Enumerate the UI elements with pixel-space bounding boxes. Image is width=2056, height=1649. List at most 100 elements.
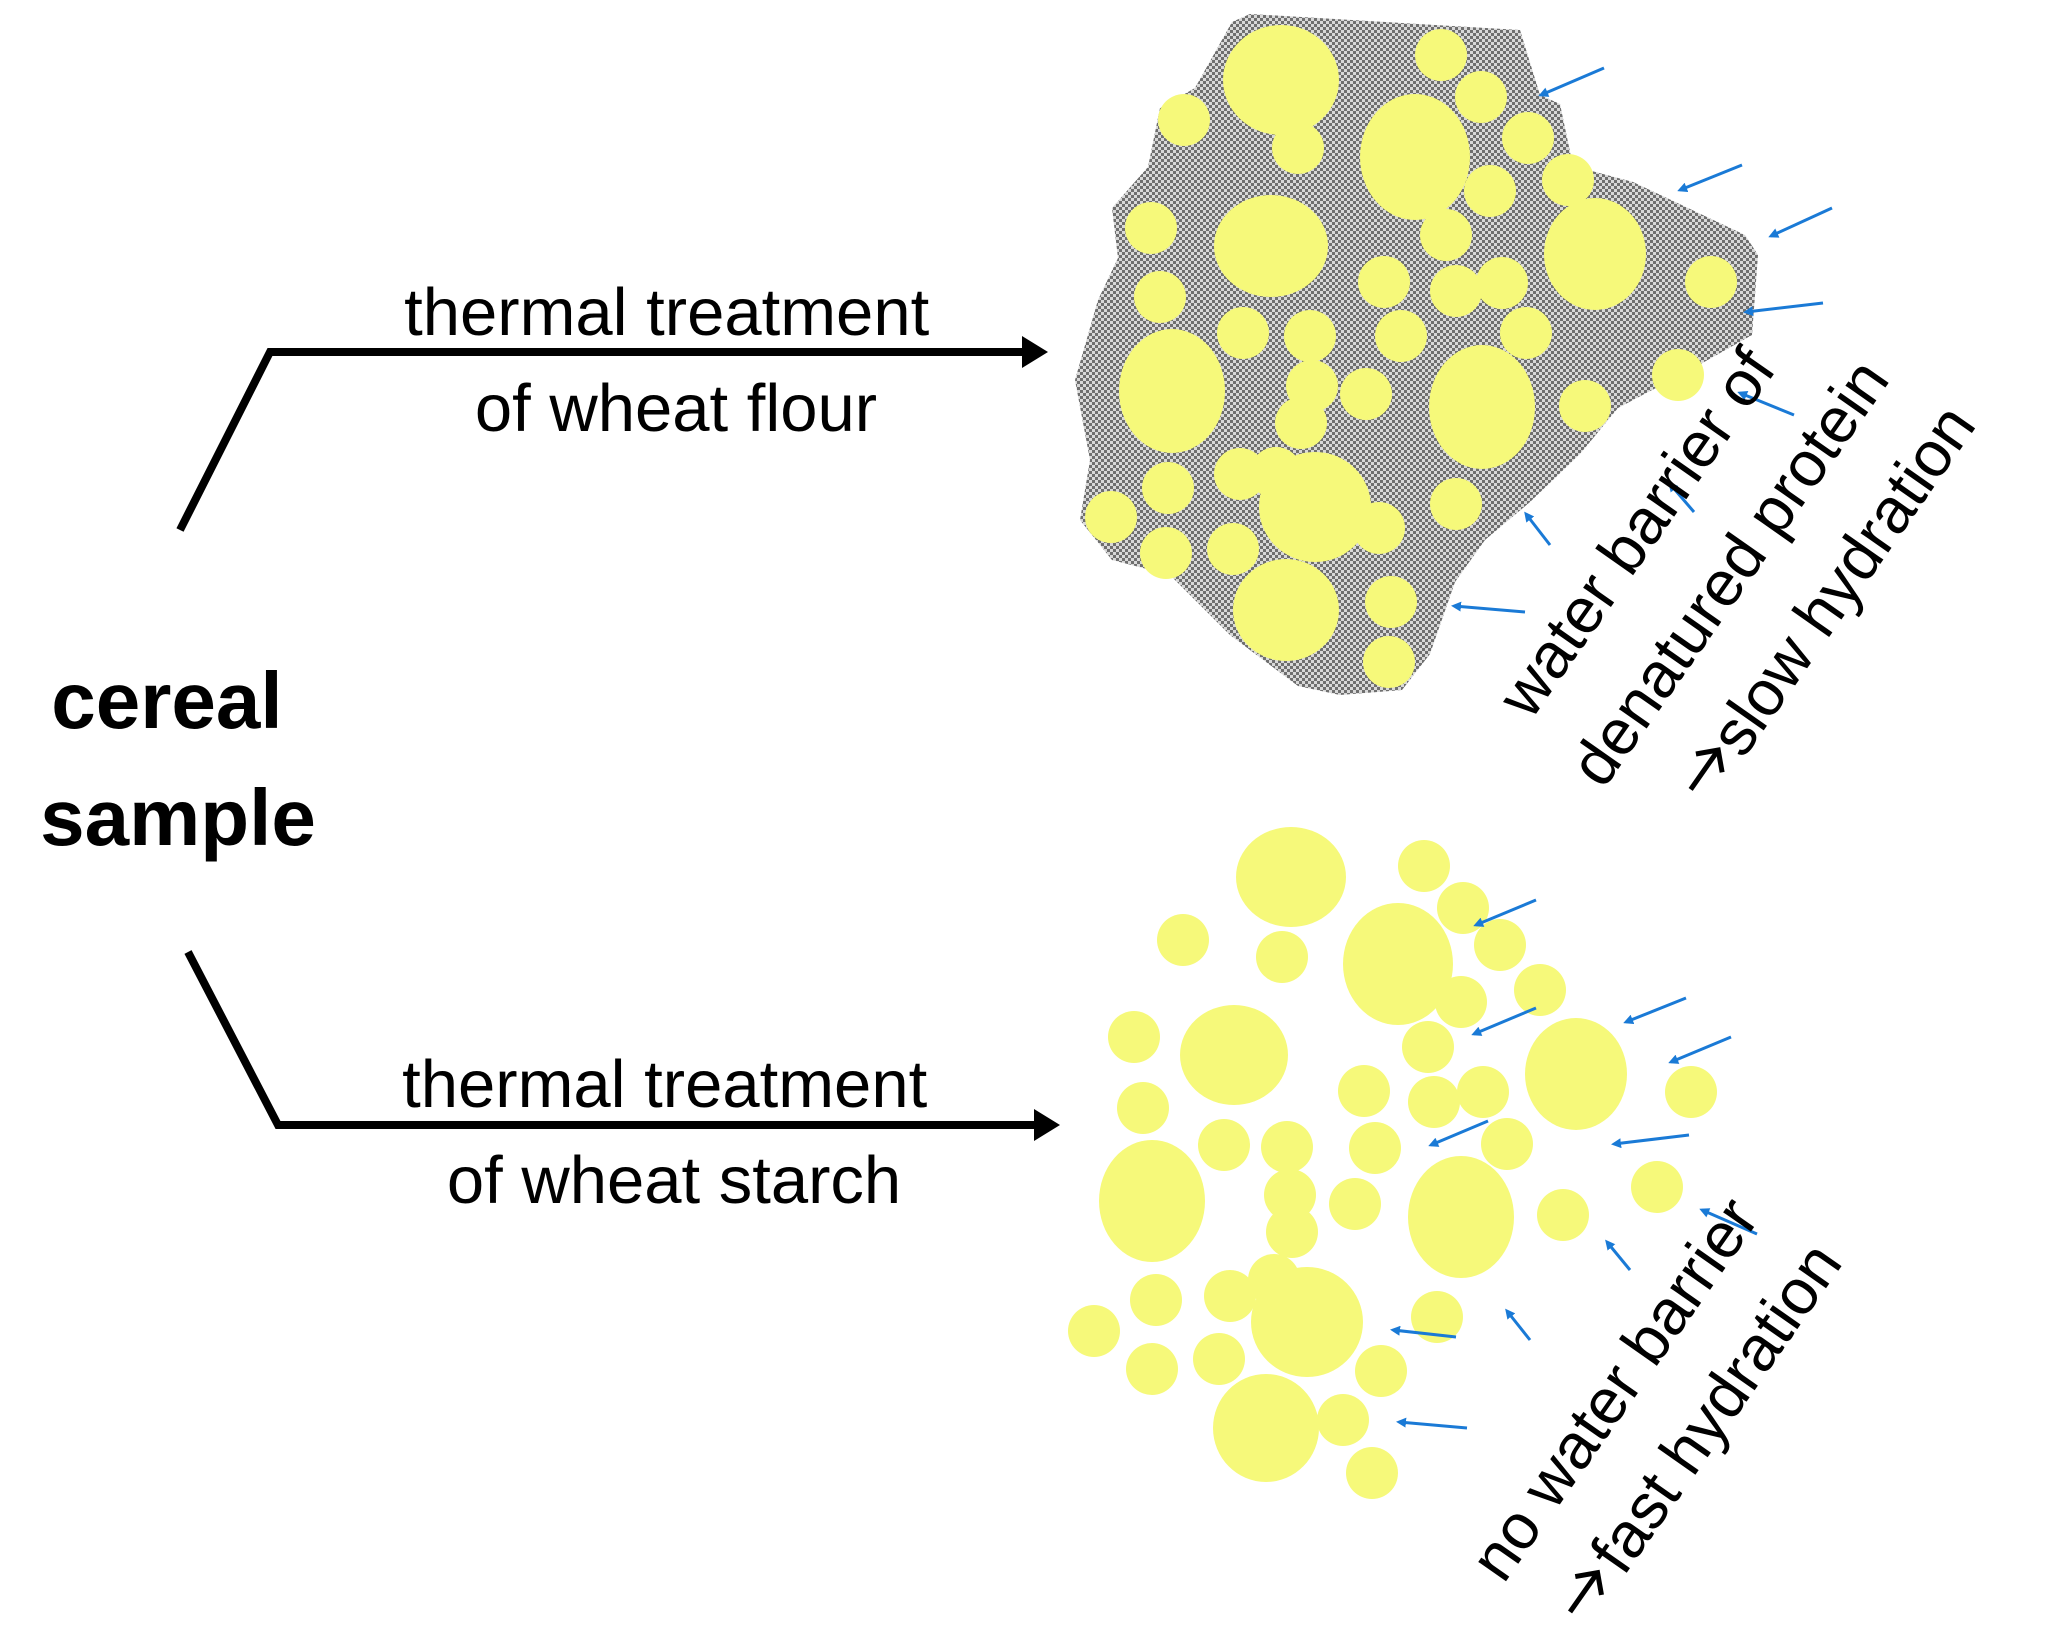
starch-granule (1217, 307, 1269, 359)
starch-granule (1665, 1066, 1717, 1118)
starch-granule (1193, 1333, 1245, 1385)
starch-granule (1261, 1121, 1313, 1173)
source-label: cereal sample (40, 656, 316, 862)
water-arrows-upper (1451, 66, 1833, 614)
starch-granule (1158, 94, 1210, 146)
starch-granule (1411, 1291, 1463, 1343)
starch-granule (1537, 1189, 1589, 1241)
starch-granule (1180, 1005, 1288, 1105)
starch-granule (1085, 491, 1137, 543)
starch-granule (1207, 523, 1259, 575)
starch-granule (1338, 1065, 1390, 1117)
lower-branch-label: thermal treatment of wheat starch (402, 1047, 946, 1218)
starch-granule (1223, 25, 1339, 135)
starch-granule (1502, 112, 1554, 164)
starch-granule (1134, 271, 1186, 323)
starch-granule (1266, 1206, 1318, 1258)
starch-granule (1068, 1305, 1120, 1357)
starch-granule (1108, 1011, 1160, 1063)
starch-granule (1157, 914, 1209, 966)
water-arrows-lower (1390, 898, 1758, 1430)
starch-granule (1429, 345, 1535, 469)
starch-granule (1430, 265, 1482, 317)
water-arrow (1668, 1035, 1732, 1064)
starch-granule (1420, 209, 1472, 261)
starch-granule (1275, 397, 1327, 449)
starch-granule (1214, 448, 1266, 500)
starch-granule (1340, 368, 1392, 420)
upper-branch-label-line2: of wheat flour (475, 371, 877, 446)
lower-branch-label-line2: of wheat starch (447, 1143, 901, 1218)
starch-granule (1398, 840, 1450, 892)
water-arrow (1473, 898, 1537, 927)
upper-branch-label: thermal treatment of wheat flour (404, 275, 948, 446)
starch-granule (1685, 256, 1737, 308)
starch-granule (1525, 1018, 1627, 1130)
starch-granule (1317, 1394, 1369, 1446)
svg-text:no water barrier fast hy: no water barrier fast hydration (1456, 1170, 1859, 1647)
water-arrow (1428, 1119, 1489, 1147)
upper-branch-label-line1: thermal treatment (404, 275, 929, 350)
starch-granule (1457, 1066, 1509, 1118)
starch-granule (1559, 380, 1611, 432)
lower-branch-arrowhead (1034, 1109, 1060, 1141)
water-arrow (1524, 511, 1552, 546)
water-arrow (1538, 66, 1605, 97)
starch-granule (1204, 1270, 1256, 1322)
starch-granule (1251, 1267, 1363, 1377)
arrow-up-right-icon (1688, 747, 1725, 791)
water-arrow (1605, 1239, 1632, 1271)
source-label-line1: cereal (51, 656, 282, 745)
starch-granule (1375, 310, 1427, 362)
starch-granule (1130, 1274, 1182, 1326)
starch-granule (1198, 1119, 1250, 1171)
starch-granule (1408, 1076, 1460, 1128)
starch-granule (1464, 165, 1516, 217)
water-arrow (1611, 1133, 1690, 1149)
starch-granule (1500, 307, 1552, 359)
starch-granule (1355, 1345, 1407, 1397)
lower-result-label: no water barrier fast hydration (1456, 1170, 1859, 1647)
upper-branch-line (176, 348, 1040, 532)
upper-branch-arrowhead (1022, 336, 1048, 368)
starch-granule (1140, 527, 1192, 579)
starch-granule (1542, 154, 1594, 206)
starch-granule (1360, 94, 1470, 220)
starch-granule (1213, 1374, 1319, 1482)
starch-granule (1353, 502, 1405, 554)
starch-granule (1259, 452, 1371, 562)
source-label-line2: sample (40, 773, 316, 862)
starch-granule (1126, 1343, 1178, 1395)
starch-granules (1068, 827, 1717, 1499)
starch-granule (1437, 882, 1489, 934)
water-arrow (1737, 391, 1795, 417)
starch-granule (1435, 976, 1487, 1028)
starch-granule (1365, 576, 1417, 628)
starch-granule (1474, 919, 1526, 971)
starch-granule (1481, 1118, 1533, 1170)
starch-granule (1631, 1161, 1683, 1213)
starch-granule (1363, 636, 1415, 688)
starch-granule (1256, 931, 1308, 983)
starch-granule (1476, 257, 1528, 309)
starch-granule (1343, 903, 1453, 1025)
water-arrow (1699, 1208, 1758, 1236)
lower-branch-line (184, 950, 1052, 1129)
water-arrow (1743, 301, 1824, 317)
starch-granule (1142, 462, 1194, 514)
starch-granule (1272, 122, 1324, 174)
starch-granule (1125, 202, 1177, 254)
starch-granule (1264, 1169, 1316, 1221)
starch-granule (1214, 195, 1328, 297)
water-arrow (1768, 206, 1833, 238)
starch-granule (1402, 1021, 1454, 1073)
starch-granule (1415, 29, 1467, 81)
water-arrow (1390, 1325, 1457, 1339)
water-arrow (1471, 1006, 1537, 1036)
starch-granule (1349, 1122, 1401, 1174)
starch-granule (1455, 71, 1507, 123)
starch-granule (1329, 1178, 1381, 1230)
starch-granule (1346, 1447, 1398, 1499)
starch-granule (1117, 1082, 1169, 1134)
